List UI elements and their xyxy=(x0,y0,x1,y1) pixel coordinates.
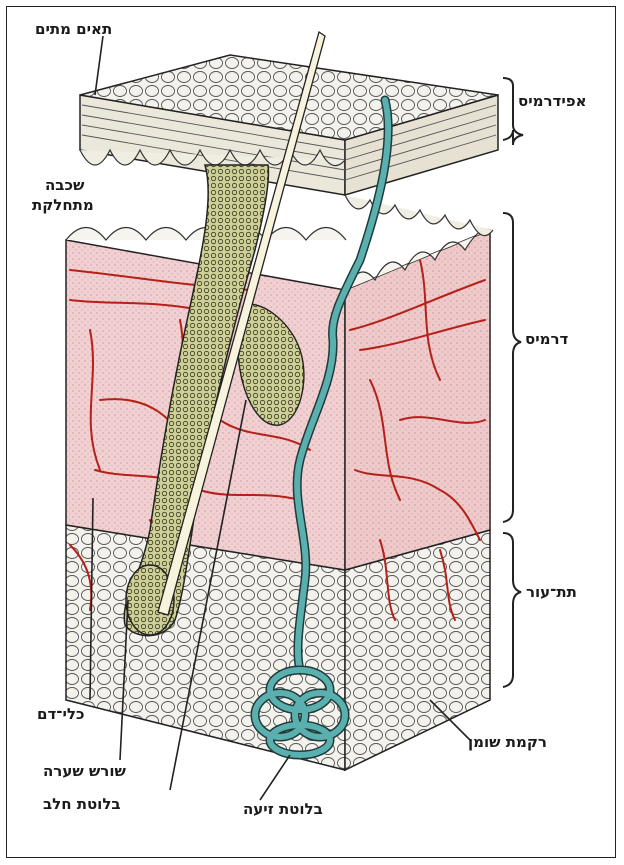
dead-cells-label: תאים מתים xyxy=(35,20,112,39)
blood-vessels-label: כלי־דם xyxy=(37,705,84,724)
hair-root-label: שורש שערה xyxy=(43,762,126,781)
hypodermis-label: תת־עור xyxy=(526,583,577,602)
dermis-label: דרמיס xyxy=(525,330,568,349)
sebaceous-gland-label: בלוטת חלב xyxy=(43,795,121,814)
dividing-layer-label-1: שכבה xyxy=(45,176,84,195)
layer-brackets xyxy=(503,78,523,687)
epidermis-label: אפידרמיס xyxy=(518,92,587,111)
fat-tissue-label: רקמת שומן xyxy=(468,733,547,752)
dividing-layer-label-2: מתחלקת xyxy=(32,196,94,215)
sweat-gland-label: בלוטת זיעה xyxy=(243,800,323,819)
